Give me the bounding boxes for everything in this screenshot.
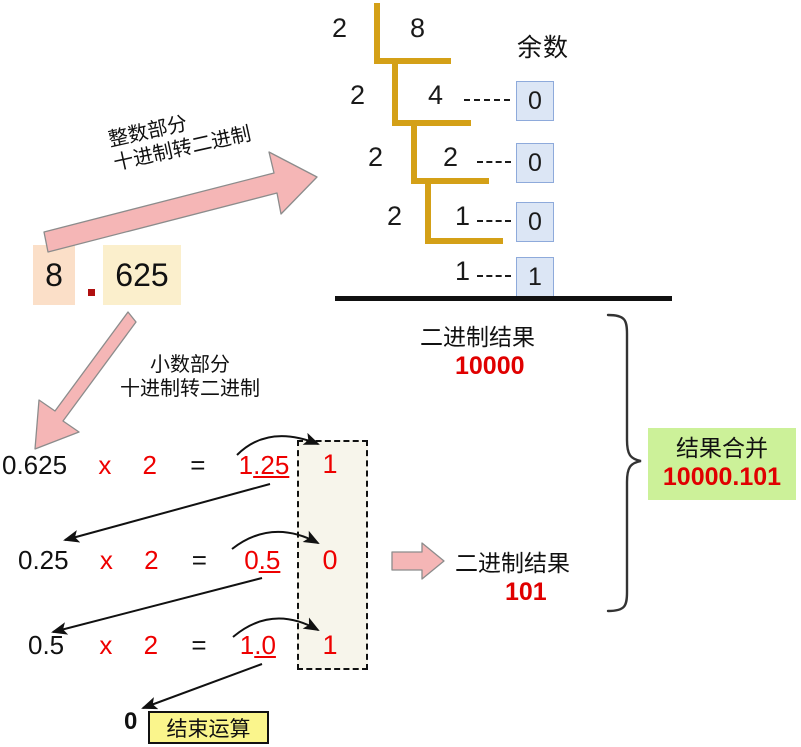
fraction-result-label: 二进制结果 bbox=[455, 551, 570, 577]
remainder-box-4: 1 bbox=[516, 257, 554, 297]
remainder-connector-4 bbox=[477, 275, 511, 277]
mult-times-1: x bbox=[98, 450, 112, 480]
integer-result-label: 二进制结果 bbox=[420, 325, 535, 351]
mult-operand-1: 0.625 bbox=[2, 450, 68, 480]
division-divisor-1: 2 bbox=[350, 80, 366, 110]
decimal-point bbox=[88, 289, 95, 296]
division-divisor-3: 2 bbox=[387, 201, 403, 231]
fraction-result-arrow bbox=[391, 542, 445, 580]
mult-operand-2: 0.25 bbox=[18, 545, 69, 575]
mult-factor-1: 2 bbox=[142, 450, 158, 480]
mult-product-frac-1: .25 bbox=[253, 450, 290, 480]
division-stroke-vertical-3 bbox=[411, 122, 417, 184]
results-brace bbox=[606, 313, 642, 613]
division-stroke-horizontal-2 bbox=[392, 120, 471, 126]
mult-operand-3: 0.5 bbox=[28, 630, 65, 660]
division-stroke-horizontal-3 bbox=[411, 178, 489, 184]
fraction-result-value: 101 bbox=[505, 578, 547, 606]
mult-product-int-3: 1 bbox=[239, 630, 255, 660]
division-bottom-rule bbox=[335, 296, 672, 301]
mult-product-int-1: 1 bbox=[238, 450, 254, 480]
carry-arrow-2 bbox=[51, 577, 263, 635]
remainder-connector-3 bbox=[477, 220, 511, 222]
source-fraction-part: 625 bbox=[103, 245, 181, 305]
division-divisor-2: 2 bbox=[368, 142, 384, 172]
mult-equals-1: = bbox=[190, 450, 206, 480]
division-dividend-0: 8 bbox=[410, 13, 426, 43]
division-stroke-vertical-1 bbox=[374, 3, 380, 63]
captured-bit-1: 1 bbox=[322, 449, 338, 479]
multiplication-row-3: 0.5 x 2 = 1.0 bbox=[28, 630, 276, 661]
remainder-connector-2 bbox=[477, 161, 511, 163]
multiplication-row-1: 0.625 x 2 = 1.25 bbox=[2, 450, 289, 481]
mult-product-int-2: 0 bbox=[244, 545, 259, 575]
division-dividend-4: 1 bbox=[455, 256, 471, 286]
division-dividend-1: 4 bbox=[428, 80, 444, 110]
mult-product-frac-2: .5 bbox=[258, 545, 281, 575]
division-stroke-vertical-2 bbox=[392, 60, 398, 124]
mult-equals-3: = bbox=[191, 630, 207, 660]
division-stroke-horizontal-1 bbox=[374, 58, 451, 64]
integer-conversion-label: 整数部分 十进制转二进制 bbox=[106, 98, 253, 176]
division-stroke-vertical-4 bbox=[425, 180, 431, 242]
remainder-header: 余数 bbox=[517, 33, 570, 62]
division-divisor-0: 2 bbox=[332, 13, 348, 43]
mult-factor-3: 2 bbox=[143, 630, 159, 660]
captured-bit-3: 1 bbox=[322, 630, 338, 660]
remainder-box-3: 0 bbox=[516, 202, 554, 242]
source-integer-part: 8 bbox=[33, 245, 75, 305]
merged-result-label: 结果合并 bbox=[676, 436, 768, 463]
division-dividend-2: 2 bbox=[443, 142, 459, 172]
integer-result-value: 10000 bbox=[455, 352, 525, 380]
mult-times-3: x bbox=[99, 630, 113, 660]
fraction-conversion-label-line1: 小数部分 bbox=[150, 352, 230, 376]
remainder-box-2: 0 bbox=[516, 143, 554, 183]
division-stroke-horizontal-4 bbox=[425, 238, 503, 244]
remainder-connector-1 bbox=[464, 99, 510, 101]
integer-part-arrow bbox=[43, 151, 318, 253]
terminal-zero: 0 bbox=[124, 708, 138, 735]
mult-product-frac-3: .0 bbox=[254, 630, 276, 660]
merged-result-value: 10000.101 bbox=[662, 462, 782, 491]
remainder-box-1: 0 bbox=[516, 81, 554, 121]
merged-result-box: 结果合并 10000.101 bbox=[648, 428, 796, 500]
end-operation-box: 结束运算 bbox=[148, 711, 269, 744]
carry-arrow-1 bbox=[63, 483, 271, 543]
captured-bit-2: 0 bbox=[322, 545, 338, 575]
carry-arrow-3 bbox=[141, 663, 263, 710]
multiplication-row-2: 0.25 x 2 = 0.5 bbox=[18, 545, 280, 576]
mult-factor-2: 2 bbox=[144, 545, 159, 575]
division-dividend-3: 1 bbox=[455, 201, 471, 231]
mult-times-2: x bbox=[99, 545, 113, 575]
fraction-conversion-label: 小数部分 十进制转二进制 bbox=[120, 352, 260, 401]
fraction-conversion-label-line2: 十进制转二进制 bbox=[120, 376, 260, 401]
mult-equals-2: = bbox=[191, 545, 207, 575]
